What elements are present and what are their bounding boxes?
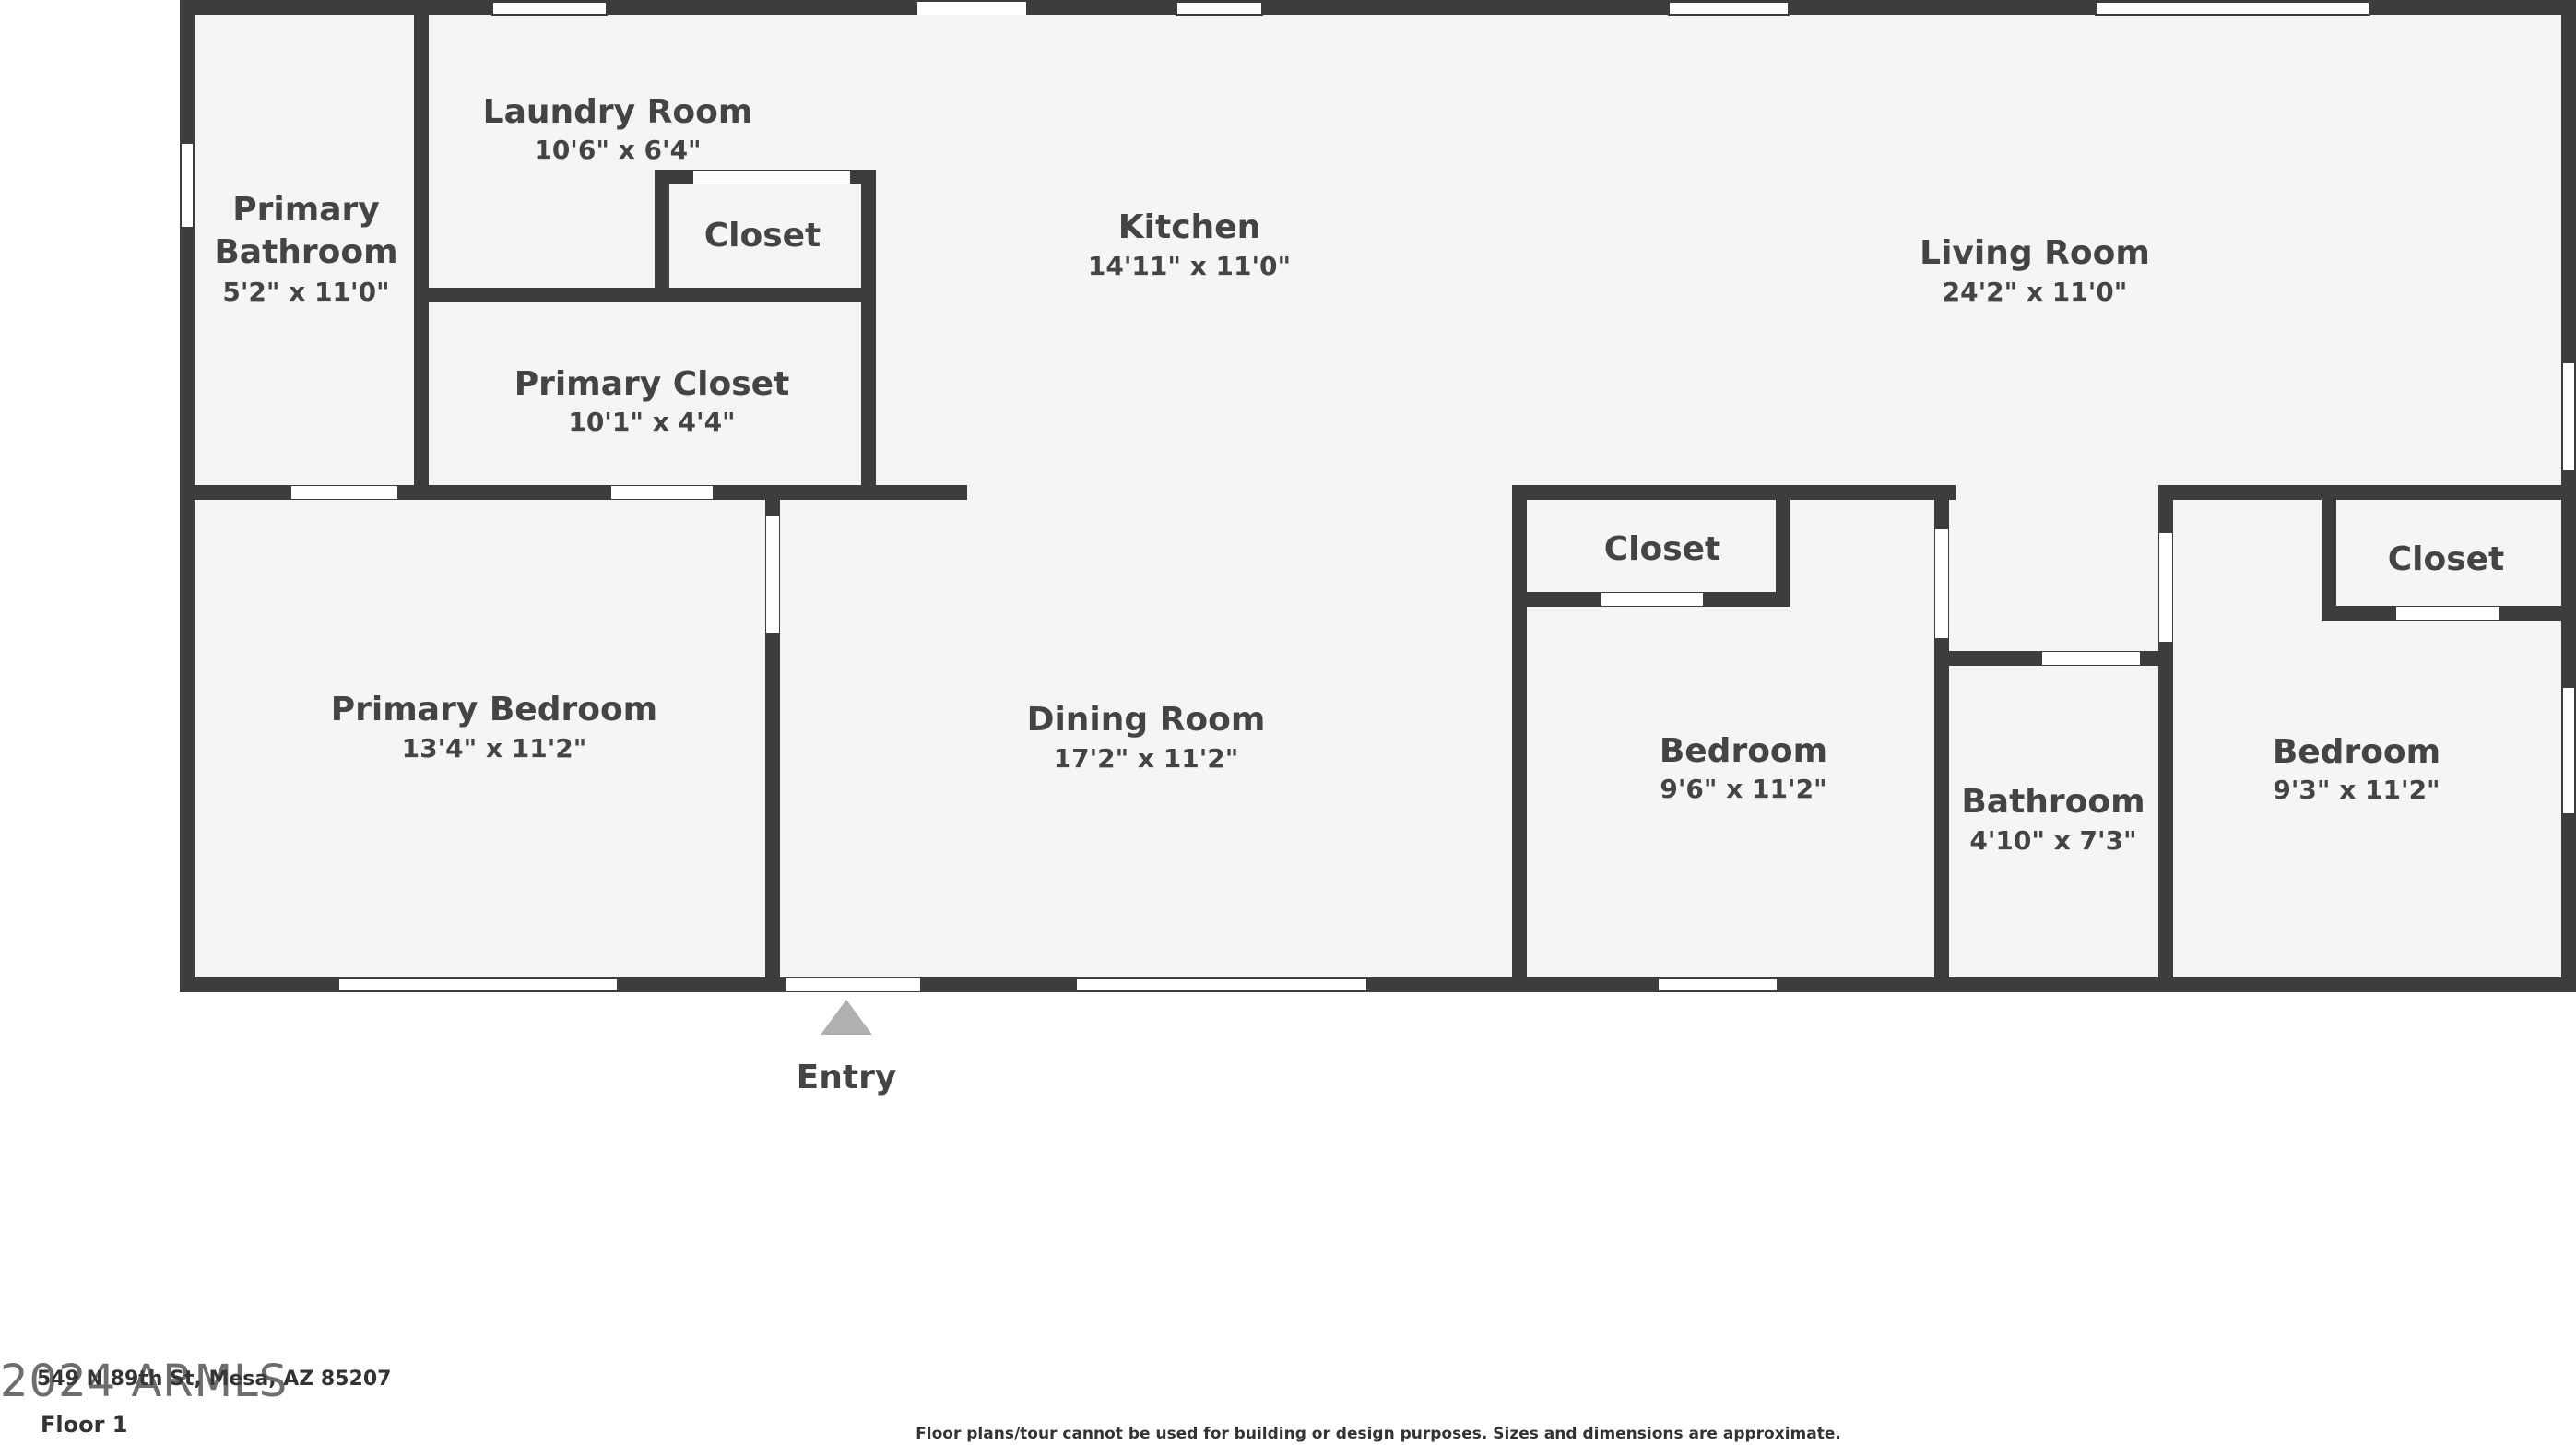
- room-name: Kitchen: [1118, 208, 1260, 246]
- room-dimensions: 5'2" x 11'0": [222, 277, 389, 307]
- entry-marker-icon: [821, 1000, 872, 1035]
- room-name: Bedroom: [2273, 733, 2440, 771]
- property-address: 549 N 89th St, Mesa, AZ 85207: [37, 1368, 392, 1391]
- room-name: Closet: [704, 217, 821, 255]
- room-name: Laundry Room: [483, 93, 753, 131]
- openings: [180, 1, 2576, 992]
- room-bedroom-2: Bedroom 9'3" x 11'2": [2273, 733, 2440, 805]
- room-name: Primary: [232, 191, 380, 229]
- room-dimensions: 24'2" x 11'0": [1943, 277, 2128, 307]
- room-dimensions: 13'4" x 11'2": [402, 733, 587, 764]
- room-bedroom-1: Bedroom 9'6" x 11'2": [1660, 732, 1827, 804]
- disclaimer-text: Floor plans/tour cannot be used for buil…: [916, 1425, 1841, 1443]
- room-dimensions: 4'10" x 7'3": [1969, 825, 2136, 856]
- room-bedroom-1-closet: Closet: [1604, 530, 1721, 568]
- room-dimensions: 9'6" x 11'2": [1660, 774, 1826, 804]
- room-dimensions: 10'1" x 4'4": [568, 407, 735, 437]
- room-primary-closet: Primary Closet 10'1" x 4'4": [514, 365, 790, 437]
- room-kitchen: Kitchen 14'11" x 11'0": [1088, 208, 1291, 281]
- room-name: Closet: [2388, 540, 2505, 578]
- copyright-watermark: 2024 ARMLS: [0, 1356, 289, 1407]
- room-living: Living Room 24'2" x 11'0": [1920, 234, 2150, 307]
- room-primary-bathroom: Primary Bathroom 5'2" x 11'0": [214, 191, 397, 307]
- room-dimensions: 9'3" x 11'2": [2273, 775, 2440, 805]
- room-bedroom-2-closet: Closet: [2388, 540, 2505, 578]
- room-name: Bathroom: [214, 233, 397, 271]
- room-name: Living Room: [1920, 234, 2150, 272]
- room-name: Primary Bedroom: [331, 691, 657, 728]
- room-name: Primary Closet: [514, 365, 790, 403]
- floor-label: Floor 1: [41, 1412, 128, 1438]
- entry-label: Entry: [797, 1059, 897, 1096]
- room-dimensions: 14'11" x 11'0": [1088, 251, 1291, 281]
- room-laundry: Laundry Room 10'6" x 6'4": [483, 93, 753, 165]
- room-dining: Dining Room 17'2" x 11'2": [1027, 701, 1266, 774]
- room-name: Closet: [1604, 530, 1721, 568]
- room-primary-bedroom: Primary Bedroom 13'4" x 11'2": [331, 691, 657, 764]
- room-name: Dining Room: [1027, 701, 1266, 739]
- room-name: Bedroom: [1660, 732, 1827, 770]
- room-dimensions: 17'2" x 11'2": [1054, 743, 1239, 774]
- room-bathroom: Bathroom 4'10" x 7'3": [1961, 783, 2145, 856]
- room-name: Bathroom: [1961, 783, 2145, 821]
- room-laundry-closet: Closet: [704, 217, 821, 255]
- room-dimensions: 10'6" x 6'4": [534, 135, 701, 165]
